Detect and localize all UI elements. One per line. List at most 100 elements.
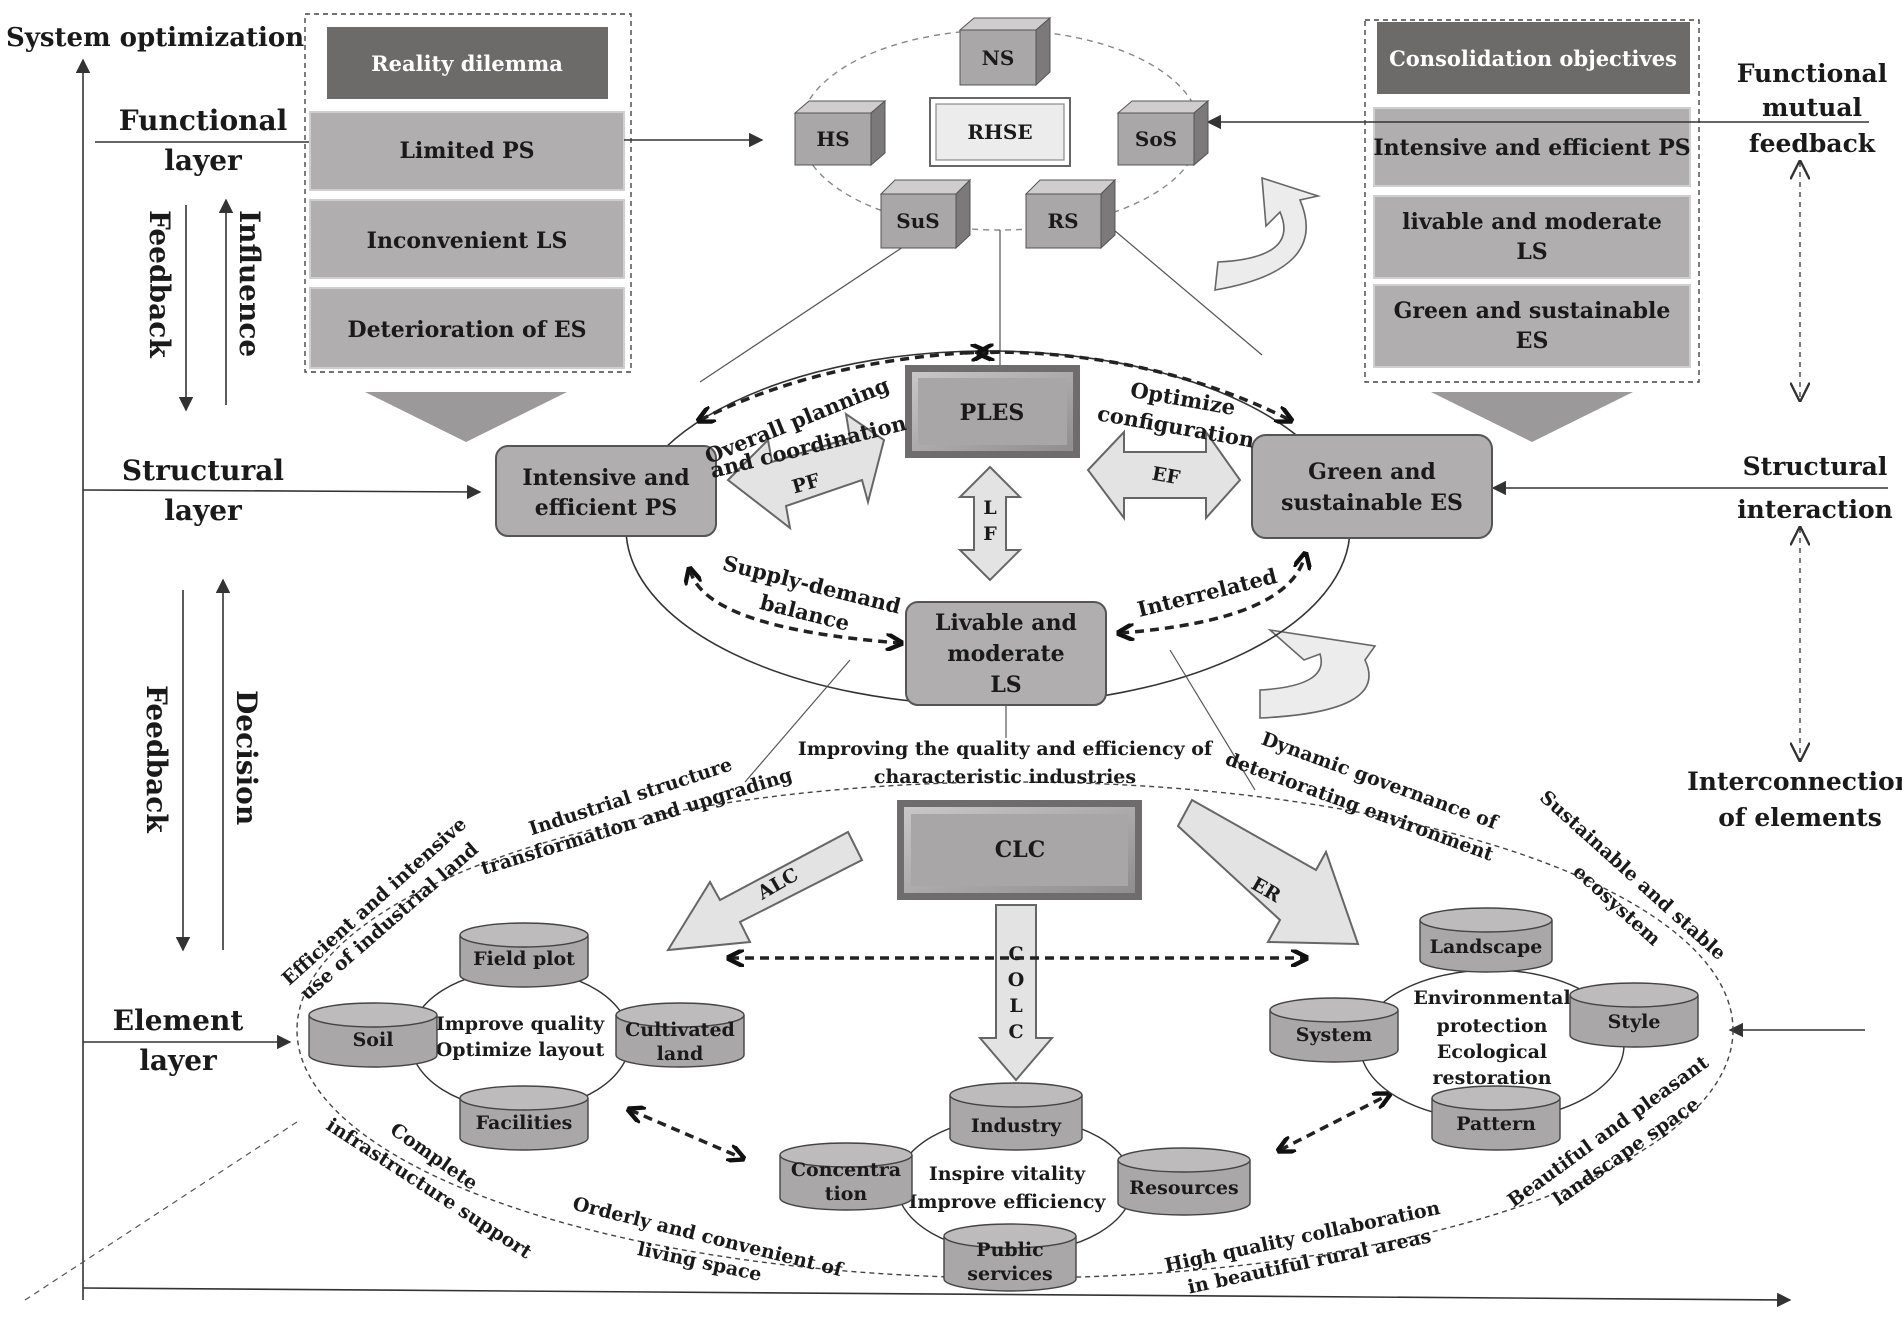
es-box: Green and sustainable ES	[1251, 434, 1493, 539]
element-layer-label: Element layer	[113, 1004, 244, 1077]
cylinder-resources: Resources	[1117, 1147, 1251, 1216]
cylinder-cultivated-land: Cultivated land	[615, 1002, 745, 1068]
svg-text:sustainable ES: sustainable ES	[1281, 490, 1463, 516]
relation-bottom-right	[1120, 555, 1305, 633]
consolidation-item-ls	[1373, 195, 1691, 279]
reality-dilemma-heading	[327, 27, 608, 99]
svg-text:mutual: mutual	[1762, 93, 1862, 122]
svg-text:Decision: Decision	[230, 690, 263, 825]
relation-bottom-left	[690, 570, 900, 643]
svg-text:Consolidation objectives: Consolidation objectives	[1389, 46, 1677, 71]
svg-text:Soil: Soil	[353, 1029, 394, 1051]
svg-text:layer: layer	[164, 494, 243, 527]
svg-text:Influence: Influence	[233, 210, 266, 357]
reality-item-ls	[309, 199, 625, 279]
svg-text:Facilities: Facilities	[476, 1112, 573, 1134]
ef-arrow: EF	[1086, 428, 1242, 521]
svg-text:Livable and: Livable and	[935, 610, 1077, 636]
svg-text:SoS: SoS	[1135, 127, 1177, 151]
svg-text:tion: tion	[825, 1183, 868, 1205]
right-cluster-center: Environmental protection Ecological rest…	[1413, 987, 1570, 1089]
svg-text:Optimize layout: Optimize layout	[436, 1039, 605, 1061]
element-left-arrow	[630, 1110, 742, 1158]
svg-text:Improve quality: Improve quality	[436, 1013, 605, 1035]
cylinder-style: Style	[1569, 982, 1699, 1048]
svg-text:C: C	[1008, 943, 1023, 965]
er-arrow: ER	[1176, 798, 1360, 946]
svg-text:characteristic industries: characteristic industries	[874, 766, 1136, 788]
svg-text:feedback: feedback	[1749, 129, 1876, 158]
lf-arrow: L F	[957, 465, 1023, 582]
svg-text:protection: protection	[1437, 1015, 1548, 1037]
svg-text:Landscape: Landscape	[1430, 936, 1543, 958]
rhse-box: RHSE	[929, 97, 1071, 167]
svg-text:LS: LS	[990, 672, 1021, 698]
reality-item-ps	[309, 111, 625, 191]
svg-text:Structural: Structural	[1743, 452, 1888, 481]
element-right-arrow	[1280, 1095, 1388, 1150]
consolidation-item-ps	[1373, 107, 1691, 187]
svg-text:Reality dilemma: Reality dilemma	[371, 51, 563, 76]
svg-text:RS: RS	[1047, 209, 1078, 233]
svg-text:Limited PS: Limited PS	[399, 138, 534, 164]
svg-text:layer: layer	[164, 144, 243, 177]
ps-box: Intensive and efficient PS	[495, 445, 717, 537]
svg-text:L: L	[1009, 995, 1022, 1017]
rotation-arrow-top	[1214, 176, 1322, 291]
svg-text:Environmental: Environmental	[1413, 987, 1570, 1009]
svg-text:Public: Public	[976, 1239, 1043, 1261]
clc-box: CLC	[897, 800, 1142, 900]
svg-text:Field plot: Field plot	[473, 948, 575, 970]
svg-text:CLC: CLC	[995, 837, 1046, 863]
cylinder-field-plot: Field plot	[459, 922, 589, 988]
cylinder-concentration: Concentra tion	[779, 1142, 913, 1211]
interrelated-label: Interrelated	[1135, 563, 1280, 622]
consolidation-objectives-panel: Consolidation objectives Intensive and e…	[1364, 19, 1700, 442]
cylinder-public-services: Public services	[943, 1223, 1077, 1292]
svg-text:Functional: Functional	[119, 104, 288, 137]
svg-text:PLES: PLES	[960, 400, 1025, 426]
svg-text:System: System	[1296, 1024, 1372, 1046]
svg-text:Improve efficiency: Improve efficiency	[909, 1191, 1107, 1213]
svg-text:ES: ES	[1516, 328, 1549, 354]
cube-sus: SuS	[879, 178, 972, 250]
cylinder-landscape: Landscape	[1419, 907, 1553, 973]
cube-hs: HS	[793, 99, 887, 167]
cylinder-system: System	[1269, 997, 1399, 1063]
reality-dilemma-panel: Reality dilemma Limited PS Inconvenient …	[304, 13, 632, 442]
svg-text:Inconvenient LS: Inconvenient LS	[367, 228, 568, 254]
cylinder-pattern: Pattern	[1431, 1085, 1561, 1151]
svg-text:use of industrial land: use of industrial land	[296, 838, 483, 1004]
svg-text:Green and sustainable: Green and sustainable	[1394, 298, 1671, 324]
svg-text:of elements: of elements	[1718, 803, 1882, 832]
cylinder-facilities: Facilities	[459, 1085, 589, 1151]
svg-text:EF: EF	[1150, 463, 1182, 490]
svg-text:LS: LS	[1516, 239, 1547, 265]
svg-text:SuS: SuS	[896, 209, 939, 233]
svg-text:Element: Element	[113, 1004, 244, 1037]
svg-text:C: C	[1008, 1021, 1023, 1043]
axis-title: System optimization	[6, 23, 304, 53]
svg-text:Efficient and intensive: Efficient and intensive	[278, 813, 471, 990]
pf-arrow: PF	[726, 411, 886, 531]
svg-text:Feedback: Feedback	[140, 685, 173, 833]
svg-text:Green and: Green and	[1308, 459, 1436, 485]
axes	[24, 58, 1792, 1308]
svg-text:transformation and upgrading: transformation and upgrading	[478, 764, 795, 880]
svg-text:restoration: restoration	[1432, 1067, 1551, 1089]
consolidation-item-es	[1373, 284, 1691, 368]
svg-text:Industry: Industry	[971, 1115, 1062, 1137]
right-functional-label: Functional mutual feedback	[1737, 59, 1887, 158]
cube-sos: SoS	[1116, 99, 1210, 167]
svg-text:Cultivated: Cultivated	[625, 1019, 735, 1041]
cube-rs: RS	[1024, 178, 1117, 250]
svg-text:Feedback: Feedback	[143, 210, 176, 358]
svg-text:L: L	[983, 497, 996, 519]
svg-text:NS: NS	[982, 46, 1015, 70]
alc-arrow: ALC	[666, 830, 864, 952]
svg-text:Sustainable and stable: Sustainable and stable	[1535, 786, 1730, 964]
feedback-influence-top: Feedback Influence	[143, 198, 266, 412]
svg-text:Ecological: Ecological	[1437, 1041, 1547, 1063]
svg-text:HS: HS	[816, 127, 849, 151]
